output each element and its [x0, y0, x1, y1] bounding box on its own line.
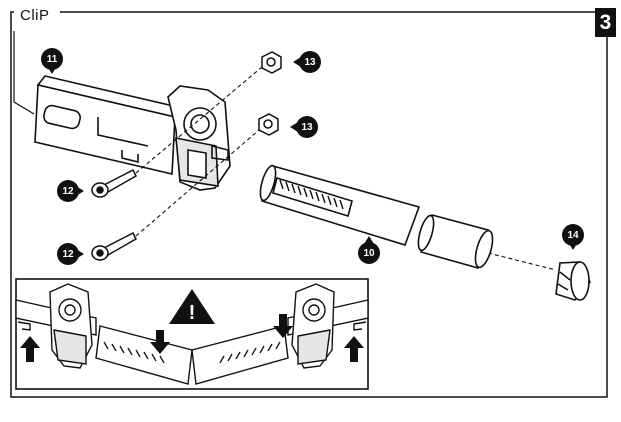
inset-tube-right [191, 325, 289, 385]
callout-13-bottom: 13 [290, 116, 318, 138]
arrow-down-icon [150, 330, 170, 354]
inset-clip-left [15, 283, 97, 369]
callout-10: 10 [358, 236, 380, 264]
warning-triangle-icon [169, 289, 215, 324]
nut-bottom [258, 113, 279, 136]
callout-13-top: 13 [293, 51, 321, 73]
clip-label: CliP [20, 7, 50, 24]
bolt-bottom [91, 231, 137, 261]
knurled-tube [259, 164, 421, 246]
inset-clip-right [287, 283, 369, 369]
callout-14: 14 [562, 224, 584, 250]
tube-sleeve [417, 214, 494, 269]
clip-part [34, 75, 231, 191]
warning-symbol: ! [188, 302, 196, 324]
callout-11: 11 [41, 48, 63, 74]
arrow-up-icon [344, 336, 364, 362]
label-gap [14, 6, 60, 20]
nut-top [261, 51, 282, 74]
step-number-badge: 3 [595, 8, 616, 37]
callout-12-top: 12 [57, 180, 84, 202]
arrow-up-icon [20, 336, 40, 362]
outer-frame [10, 11, 608, 398]
end-cap [555, 261, 591, 301]
arrow-down-icon [273, 314, 293, 338]
bolt-top [91, 168, 137, 198]
assembly-lines [135, 66, 557, 271]
label-leader-line [13, 31, 35, 115]
callout-12-bottom: 12 [57, 243, 84, 265]
